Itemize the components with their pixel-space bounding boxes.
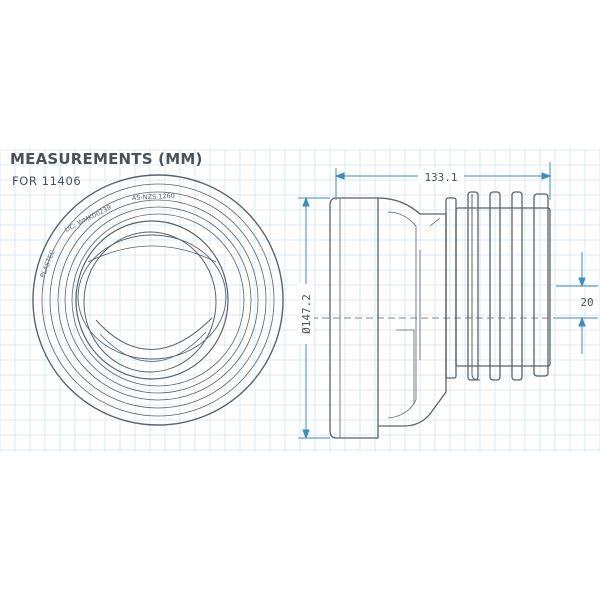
diameter-dimension-label: Ø147.2: [300, 294, 313, 334]
ring-text-brand: PLASTEC: [38, 249, 56, 279]
offset-dimension-label: 20: [580, 296, 593, 309]
page-title: MEASUREMENTS (MM): [10, 150, 203, 168]
dimension-labels: 133.1 Ø147.2 20: [298, 168, 594, 344]
page-subtitle: FOR 11406: [12, 174, 82, 188]
front-view-ring: [32, 174, 284, 426]
side-view-pipe: [329, 191, 551, 439]
length-dimension-label: 133.1: [424, 171, 457, 184]
ring-text-standard: AS-NZS 1260: [132, 192, 175, 202]
